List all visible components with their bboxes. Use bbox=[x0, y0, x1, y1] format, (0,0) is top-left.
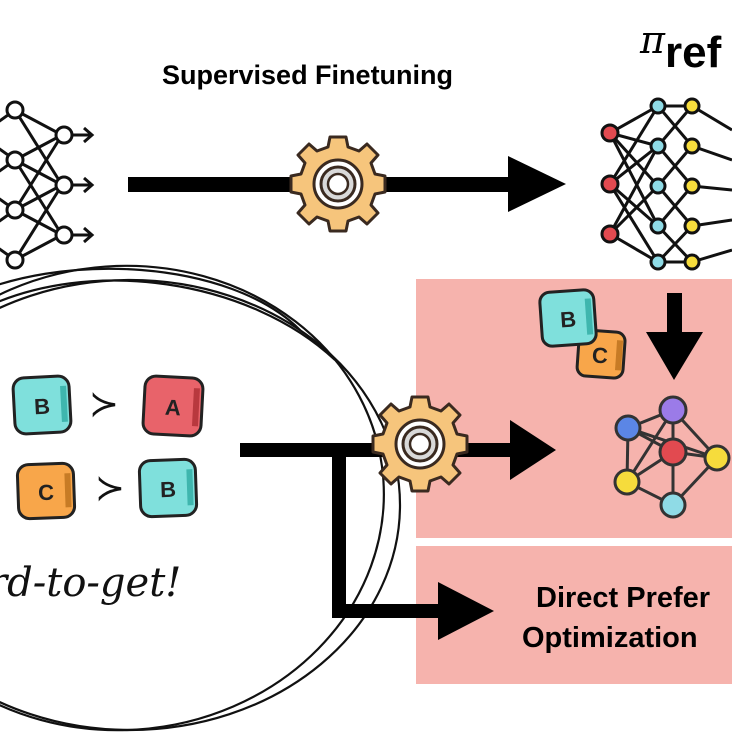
box-a-loser-1: A bbox=[141, 374, 205, 438]
pair1-loser-letter: A bbox=[164, 395, 181, 421]
pair2-winner-letter: C bbox=[38, 480, 55, 506]
pi-symbol: π bbox=[640, 18, 665, 62]
gear-icon bbox=[289, 135, 387, 233]
left-neural-net bbox=[0, 100, 95, 270]
box-b-winner-1: B bbox=[11, 374, 73, 436]
stacked-response-boxes: C B bbox=[538, 288, 627, 380]
hard-to-get-label: rd-to-get! bbox=[0, 560, 182, 606]
dpo-label-line2: Optimization bbox=[522, 622, 698, 654]
policy-network-icon bbox=[613, 395, 731, 519]
down-arrow bbox=[646, 293, 703, 380]
box-b-stack-letter: B bbox=[559, 306, 577, 332]
reference-model-label: πref bbox=[640, 18, 722, 78]
pair1-symbol: ≻ bbox=[89, 384, 119, 425]
dpo-label-line1: Direct Prefer bbox=[536, 582, 711, 614]
box-b-loser-2: B bbox=[137, 457, 199, 519]
reference-neural-net bbox=[600, 97, 732, 271]
box-b-stack: B bbox=[538, 288, 598, 348]
hand-drawn-ellipse bbox=[0, 264, 402, 732]
preference-pair-2: C ≻ B bbox=[15, 457, 199, 521]
gear-icon-2 bbox=[371, 395, 469, 493]
box-c-winner-2: C bbox=[15, 461, 77, 521]
ref-subscript: ref bbox=[664, 28, 722, 77]
preference-pair-1: B ≻ A bbox=[11, 374, 205, 438]
pair2-loser-letter: B bbox=[160, 477, 177, 503]
box-c-stack-letter: C bbox=[591, 342, 609, 368]
pair2-symbol: ≻ bbox=[95, 468, 125, 509]
sft-label: Supervised Finetuning bbox=[162, 60, 454, 90]
pair1-winner-letter: B bbox=[33, 394, 50, 420]
